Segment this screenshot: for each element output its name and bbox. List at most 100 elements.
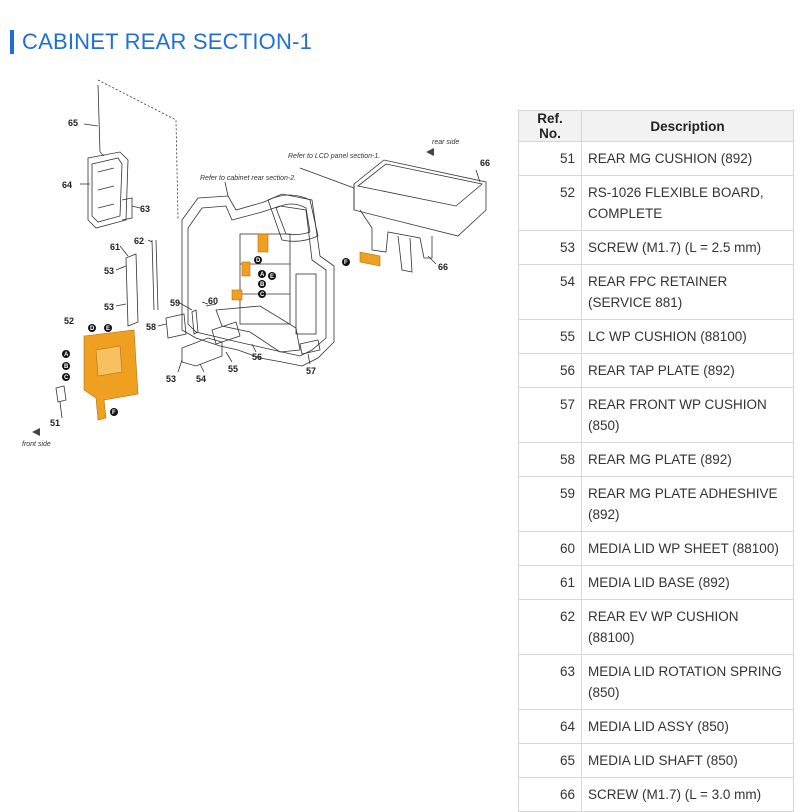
part-52-connector-1 xyxy=(241,261,251,277)
part-65-shaft xyxy=(97,84,101,153)
ref-cell: 55 xyxy=(518,319,582,354)
ref-cell: 65 xyxy=(518,743,582,778)
callout-59: 59 xyxy=(170,298,180,308)
ref-cell: 58 xyxy=(518,442,582,477)
exploded-diagram: D E A B C F A B C D E F 65 64 63 62 61 5… xyxy=(0,60,510,480)
lcd-flex-connector xyxy=(359,251,381,267)
desc-cell: REAR MG PLATE ADHESHIVE (892) xyxy=(581,476,794,532)
callout-60: 60 xyxy=(208,296,218,306)
part-60-sheet xyxy=(205,303,217,307)
ref-cell: 51 xyxy=(518,141,582,176)
part-57-cushion xyxy=(299,339,321,355)
ref-cell: 59 xyxy=(518,476,582,532)
svg-text:B: B xyxy=(64,364,69,370)
ref-cell: 60 xyxy=(518,531,582,566)
header-ref: Ref. No. xyxy=(518,110,582,142)
desc-cell: REAR TAP PLATE (892) xyxy=(581,353,794,388)
part-59-adhesive xyxy=(191,309,199,335)
svg-text:F: F xyxy=(112,410,116,416)
desc-cell: MEDIA LID BASE (892) xyxy=(581,565,794,600)
callout-52: 52 xyxy=(64,316,74,326)
desc-cell: RS-1026 FLEXIBLE BOARD, COMPLETE xyxy=(581,175,794,231)
note-cabinet: Refer to cabinet rear section-2. xyxy=(200,175,296,182)
callout-66a: 66 xyxy=(480,158,490,168)
svg-text:B: B xyxy=(260,282,265,288)
desc-cell: SCREW (M1.7) (L = 2.5 mm) xyxy=(581,230,794,265)
rear-arrow-icon xyxy=(426,148,434,156)
part-58-mg-plate xyxy=(165,313,187,339)
svg-text:F: F xyxy=(344,260,348,266)
desc-cell: REAR FPC RETAINER (SERVICE 881) xyxy=(581,264,794,320)
table-header-row: Ref. No. Description xyxy=(518,110,794,142)
callout-53a: 53 xyxy=(104,266,114,276)
ref-cell: 56 xyxy=(518,353,582,388)
badge-e xyxy=(104,324,112,332)
part-62-cushion xyxy=(151,239,155,311)
callout-61: 61 xyxy=(110,242,120,252)
part-lcd-hinge xyxy=(359,209,433,259)
callout-65: 65 xyxy=(68,118,78,128)
desc-cell: MEDIA LID ASSY (850) xyxy=(581,709,794,744)
badge-c xyxy=(62,373,70,381)
svg-text:A: A xyxy=(64,352,69,358)
svg-text:D: D xyxy=(90,326,95,332)
part-52-flex-board xyxy=(83,329,139,421)
callout-56: 56 xyxy=(252,352,262,362)
ref-cell: 54 xyxy=(518,264,582,320)
note-lcd: Refer to LCD panel section-1. xyxy=(288,153,380,160)
callout-55: 55 xyxy=(228,364,238,374)
callout-64: 64 xyxy=(62,180,72,190)
ref-cell: 63 xyxy=(518,654,582,710)
callout-58: 58 xyxy=(146,322,156,332)
svg-text:A: A xyxy=(260,272,265,278)
callout-62: 62 xyxy=(134,236,144,246)
page-title: CABINET REAR SECTION-1 xyxy=(22,29,313,54)
callout-54: 54 xyxy=(196,374,206,384)
ref-cell: 53 xyxy=(518,230,582,265)
desc-cell: REAR MG PLATE (892) xyxy=(581,442,794,477)
ref-cell: 64 xyxy=(518,709,582,744)
part-51-cushion xyxy=(55,385,67,403)
svg-text:D: D xyxy=(256,258,261,264)
note-rear: rear side xyxy=(432,139,459,146)
part-55-cushion xyxy=(211,321,241,345)
desc-cell: REAR MG CUSHION (892) xyxy=(581,141,794,176)
header-desc: Description xyxy=(581,110,794,142)
part-54-retainer xyxy=(181,337,223,367)
front-arrow-icon xyxy=(32,428,40,436)
ref-cell: 57 xyxy=(518,387,582,443)
desc-cell: LC WP CUSHION (88100) xyxy=(581,319,794,354)
part-eyepiece xyxy=(267,194,319,242)
part-63-spring xyxy=(121,197,133,221)
desc-cell: MEDIA LID ROTATION SPRING (850) xyxy=(581,654,794,710)
badge-b xyxy=(62,362,70,370)
part-rear-cabinet xyxy=(181,193,335,367)
ref-cell: 62 xyxy=(518,599,582,655)
title-accent-bar xyxy=(10,30,14,54)
desc-cell: MEDIA LID SHAFT (850) xyxy=(581,743,794,778)
badge-a xyxy=(62,350,70,358)
callout-53c: 53 xyxy=(166,374,176,384)
part-56-tap-plate xyxy=(215,305,301,353)
svg-text:C: C xyxy=(64,375,69,381)
callout-53b: 53 xyxy=(104,302,114,312)
ref-cell: 61 xyxy=(518,565,582,600)
callout-57: 57 xyxy=(306,366,316,376)
note-front: front side xyxy=(22,441,51,448)
callout-66b: 66 xyxy=(438,262,448,272)
